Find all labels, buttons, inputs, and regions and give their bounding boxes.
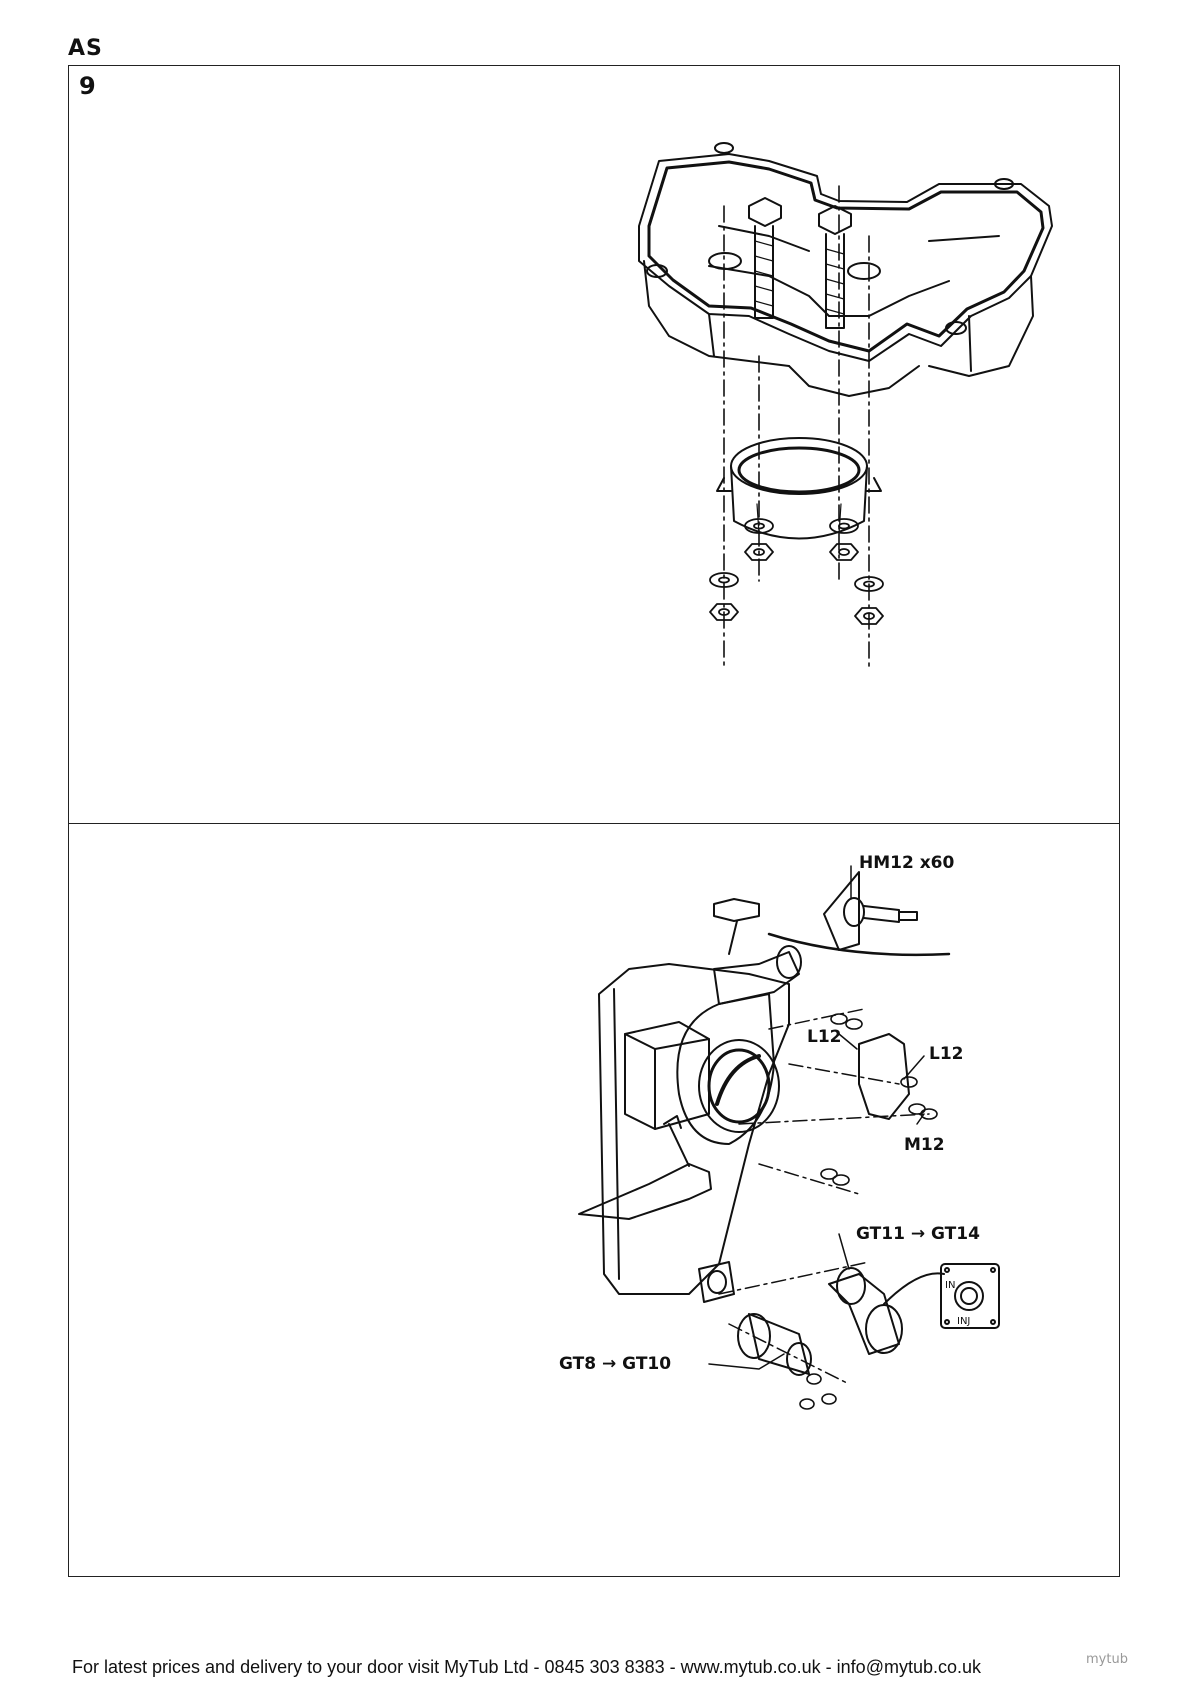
step-panel-top: 9 [68,65,1120,824]
bolt-left [749,198,781,318]
hand-with-spanner [579,1164,711,1219]
section-code: AS [68,36,103,61]
washer-nut-stack [710,519,883,624]
casing-gasket [649,162,1043,351]
plate-label-bottom: INJ [957,1316,970,1327]
callout-gasket-left: GT8 → GT10 [559,1354,671,1374]
control-box [625,1022,709,1129]
callout-washer-right: L12 [929,1044,964,1064]
callout-bolt: HM12 x60 [859,853,955,873]
step-panel-bottom: HM12 x60 L12 L12 M12 GT11 → GT14 GT8 → G… [68,823,1120,1577]
callout-washer-upper: L12 [807,1027,842,1047]
callout-nut: M12 [904,1135,945,1155]
footer-text: For latest prices and delivery to your d… [72,1657,981,1678]
plate-label-top: IN [945,1280,955,1291]
casing-rim [639,154,1052,361]
burner-assembly-diagram: HM12 x60 L12 L12 M12 GT11 → GT14 GT8 → G… [69,824,1121,1578]
callout-gasket-right: GT11 → GT14 [856,1224,980,1244]
mytub-logo: mytub [1086,1652,1128,1667]
pipe-gasket-left [699,1262,734,1302]
burner-casing-exploded-diagram [69,66,1121,825]
